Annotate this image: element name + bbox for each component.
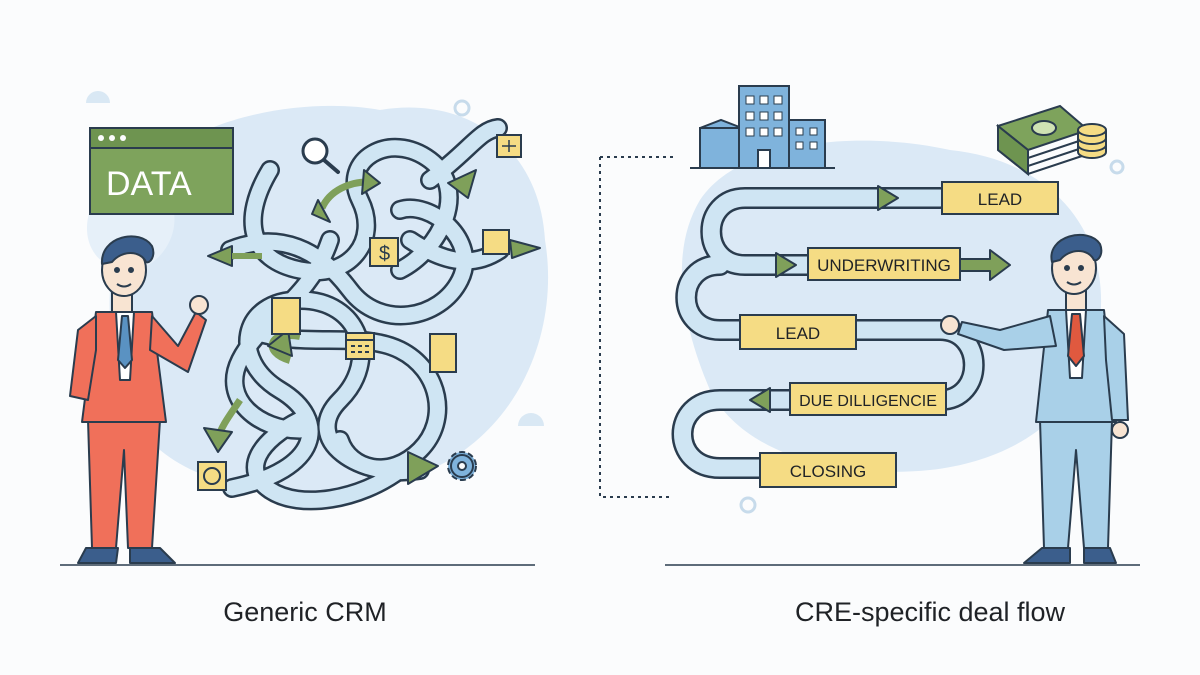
stage-label: DUE DILLIGENCIE xyxy=(799,393,937,410)
calendar-icon xyxy=(345,332,375,360)
document-icon xyxy=(429,333,457,373)
coin-icon xyxy=(197,461,227,491)
document-icon xyxy=(271,297,301,335)
dollar-note-icon: $ xyxy=(369,237,399,267)
document-icon xyxy=(482,229,510,255)
left-presenter xyxy=(69,235,209,564)
arrow-tail-icon xyxy=(311,199,331,223)
window-dot-icon xyxy=(109,135,115,141)
arrow-right-icon xyxy=(957,249,1011,281)
gear-icon xyxy=(447,451,477,481)
window-dot-icon xyxy=(120,135,126,141)
arrow-left-icon xyxy=(749,387,771,413)
stage-closing: CLOSING xyxy=(759,452,897,488)
arrow-right-icon xyxy=(361,169,381,195)
right-presenter xyxy=(940,234,1129,564)
arrow-right-icon xyxy=(877,185,899,211)
window-dot-icon xyxy=(98,135,104,141)
svg-text:$: $ xyxy=(379,243,390,265)
arrow-right-icon xyxy=(407,451,439,485)
stage-underwriting: UNDERWRITING xyxy=(807,247,961,281)
box-icon xyxy=(496,134,522,158)
left-caption: Generic CRM xyxy=(223,597,387,627)
stage-due-diligence: DUE DILLIGENCIE xyxy=(789,382,947,416)
data-window: DATA xyxy=(89,127,234,215)
stage-label: LEAD xyxy=(978,190,1022,209)
data-window-label: DATA xyxy=(106,165,192,203)
deal-flow-pipe xyxy=(671,187,985,479)
arrow-up-right-icon xyxy=(447,169,477,199)
stage-label: CLOSING xyxy=(790,462,867,481)
flow-arrows xyxy=(749,185,1011,413)
stage-label: LEAD xyxy=(776,324,820,343)
arrow-down-left-icon xyxy=(203,427,233,453)
arrow-right-icon xyxy=(775,252,797,278)
stage-lead-middle: LEAD xyxy=(739,314,857,350)
magnifier-icon xyxy=(301,137,340,174)
building-icon xyxy=(690,85,835,169)
arrow-curl-icon xyxy=(267,329,293,357)
dashed-connector xyxy=(599,156,675,498)
money-stack-icon xyxy=(995,104,1107,177)
stage-label: UNDERWRITING xyxy=(817,256,951,275)
stage-lead-top: LEAD xyxy=(941,181,1059,215)
right-caption: CRE-specific deal flow xyxy=(794,597,1066,627)
arrow-right-icon xyxy=(509,239,541,259)
